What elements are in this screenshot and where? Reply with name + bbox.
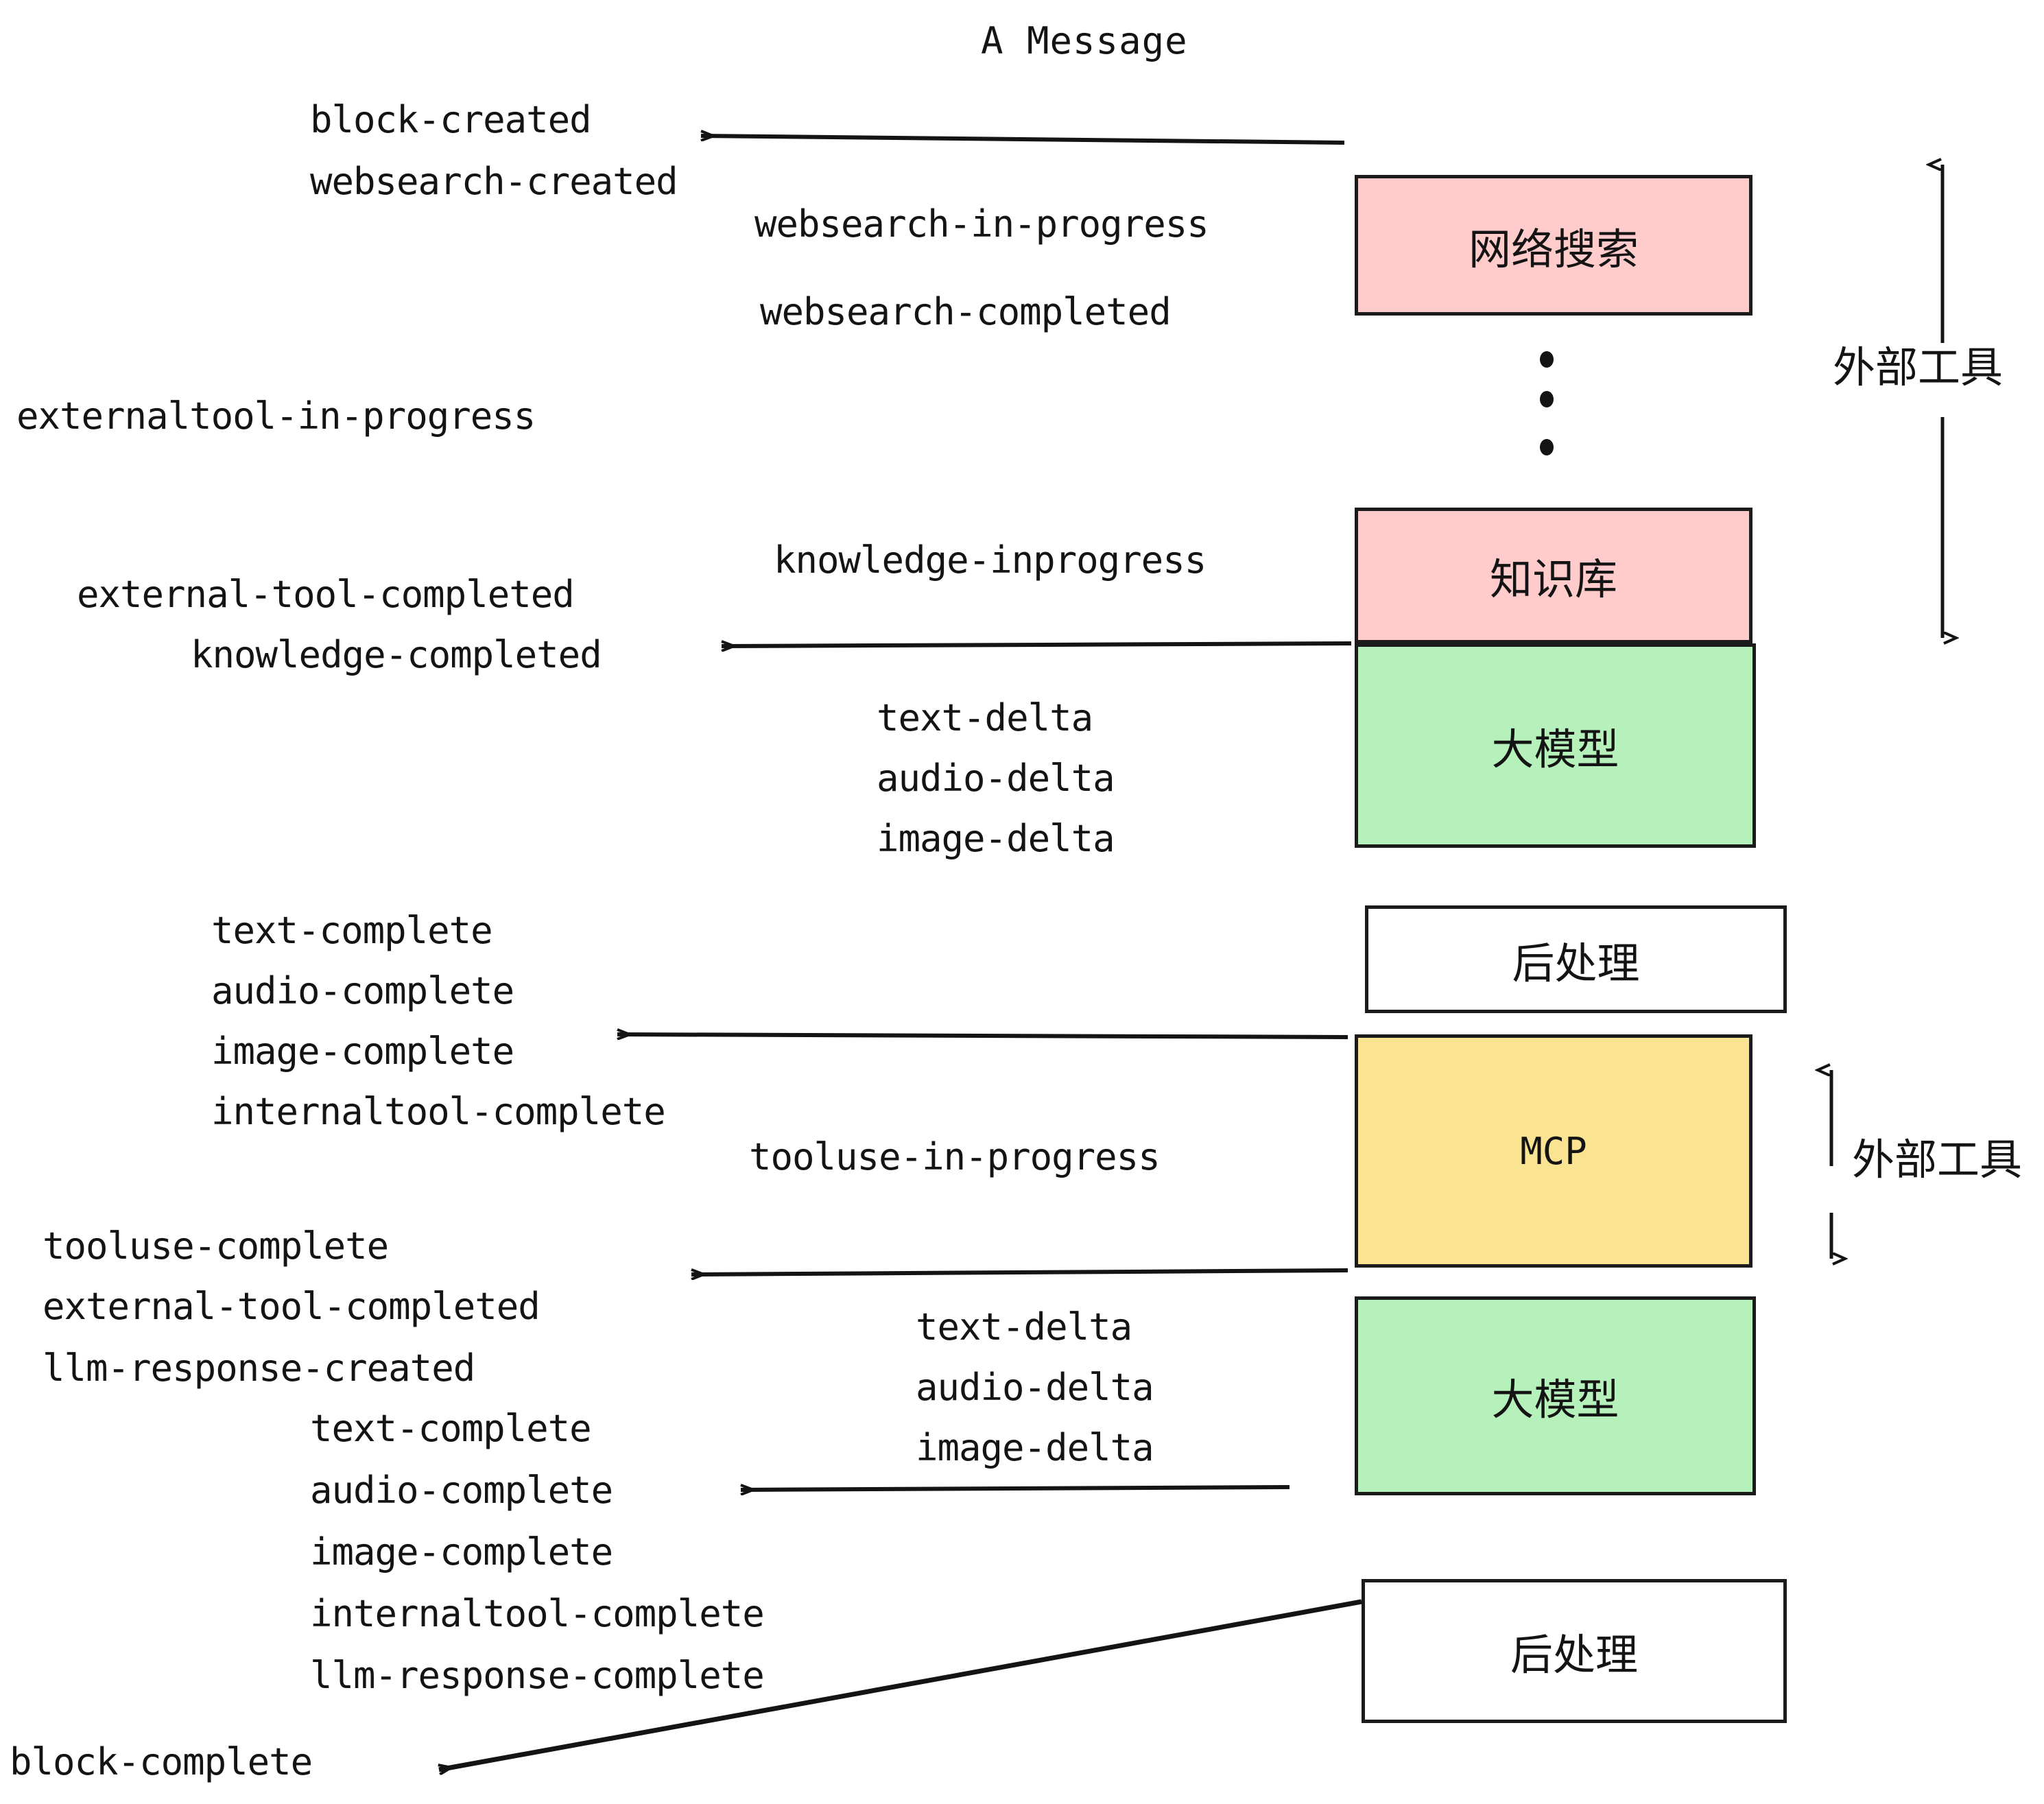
box-knowledge[interactable]: 知识库 xyxy=(1355,508,1752,643)
page-title: A Message xyxy=(981,19,1188,62)
event-image-delta-2: image-delta xyxy=(916,1426,1154,1469)
ellipsis-dot-2 xyxy=(1540,391,1554,407)
event-websearch-in-progress: websearch-in-progress xyxy=(754,202,1209,246)
box-postprocess-top-label: 后处理 xyxy=(1512,938,1640,988)
box-llm-top-label: 大模型 xyxy=(1491,724,1619,774)
arrow-postprocess-to-imagecomplete xyxy=(617,1034,1348,1037)
event-llm-response-created: llm-response-created xyxy=(43,1346,475,1390)
arrow-knowledge-to-completed xyxy=(722,643,1352,646)
event-text-complete-1: text-complete xyxy=(211,909,493,952)
event-knowledge-inprogress: knowledge-inprogress xyxy=(774,538,1207,582)
ellipsis-dot-1 xyxy=(1540,351,1554,368)
side-label-external-tool-bottom: 外部工具 xyxy=(1852,1135,2023,1185)
box-websearch[interactable]: 网络搜索 xyxy=(1355,175,1752,316)
event-llm-response-complete: llm-response-complete xyxy=(310,1654,765,1697)
event-tooluse-in-progress: tooluse-in-progress xyxy=(749,1135,1161,1178)
event-internaltool-complete-1: internaltool-complete xyxy=(211,1090,666,1133)
box-websearch-label: 网络搜索 xyxy=(1468,224,1639,274)
box-mcp-label: MCP xyxy=(1520,1129,1587,1173)
event-external-tool-completed-2: external-tool-completed xyxy=(43,1285,540,1328)
arrow-websearch-to-blockcreated xyxy=(701,136,1345,145)
event-text-delta-1: text-delta xyxy=(877,696,1093,739)
event-block-complete: block-complete xyxy=(10,1740,313,1783)
event-knowledge-completed: knowledge-completed xyxy=(191,633,602,676)
event-websearch-completed: websearch-completed xyxy=(760,290,1172,333)
event-text-complete-2: text-complete xyxy=(310,1407,592,1450)
arrow-llm-to-audiocomplete xyxy=(741,1487,1290,1490)
event-external-tool-completed-1: external-tool-completed xyxy=(77,573,575,616)
event-websearch-created: websearch-created xyxy=(310,160,678,203)
box-knowledge-label: 知识库 xyxy=(1489,554,1617,604)
box-postprocess-bottom[interactable]: 后处理 xyxy=(1362,1579,1787,1723)
event-text-delta-2: text-delta xyxy=(916,1305,1132,1349)
event-image-complete-2: image-complete xyxy=(310,1530,613,1574)
event-audio-delta-1: audio-delta xyxy=(877,757,1115,800)
box-postprocess-top[interactable]: 后处理 xyxy=(1365,905,1787,1013)
event-image-delta-1: image-delta xyxy=(877,817,1115,860)
box-llm-bottom[interactable]: 大模型 xyxy=(1355,1296,1756,1495)
event-audio-complete-2: audio-complete xyxy=(310,1469,613,1512)
box-mcp[interactable]: MCP xyxy=(1355,1034,1752,1268)
box-llm-bottom-label: 大模型 xyxy=(1491,1375,1619,1425)
event-tooluse-complete: tooluse-complete xyxy=(43,1224,389,1268)
event-block-created: block-created xyxy=(310,98,592,141)
ellipsis-dot-3 xyxy=(1540,439,1554,455)
event-image-complete-1: image-complete xyxy=(211,1030,514,1073)
event-externaltool-in-progress: externaltool-in-progress xyxy=(16,394,536,438)
event-audio-delta-2: audio-delta xyxy=(916,1366,1154,1409)
side-label-external-tool-top: 外部工具 xyxy=(1833,342,2004,392)
event-audio-complete-1: audio-complete xyxy=(211,969,514,1012)
event-internaltool-complete-2: internaltool-complete xyxy=(310,1592,765,1635)
box-llm-top[interactable]: 大模型 xyxy=(1355,643,1756,848)
arrow-mcp-to-toolusecomplete xyxy=(691,1268,1348,1274)
box-postprocess-bottom-label: 后处理 xyxy=(1510,1630,1638,1680)
